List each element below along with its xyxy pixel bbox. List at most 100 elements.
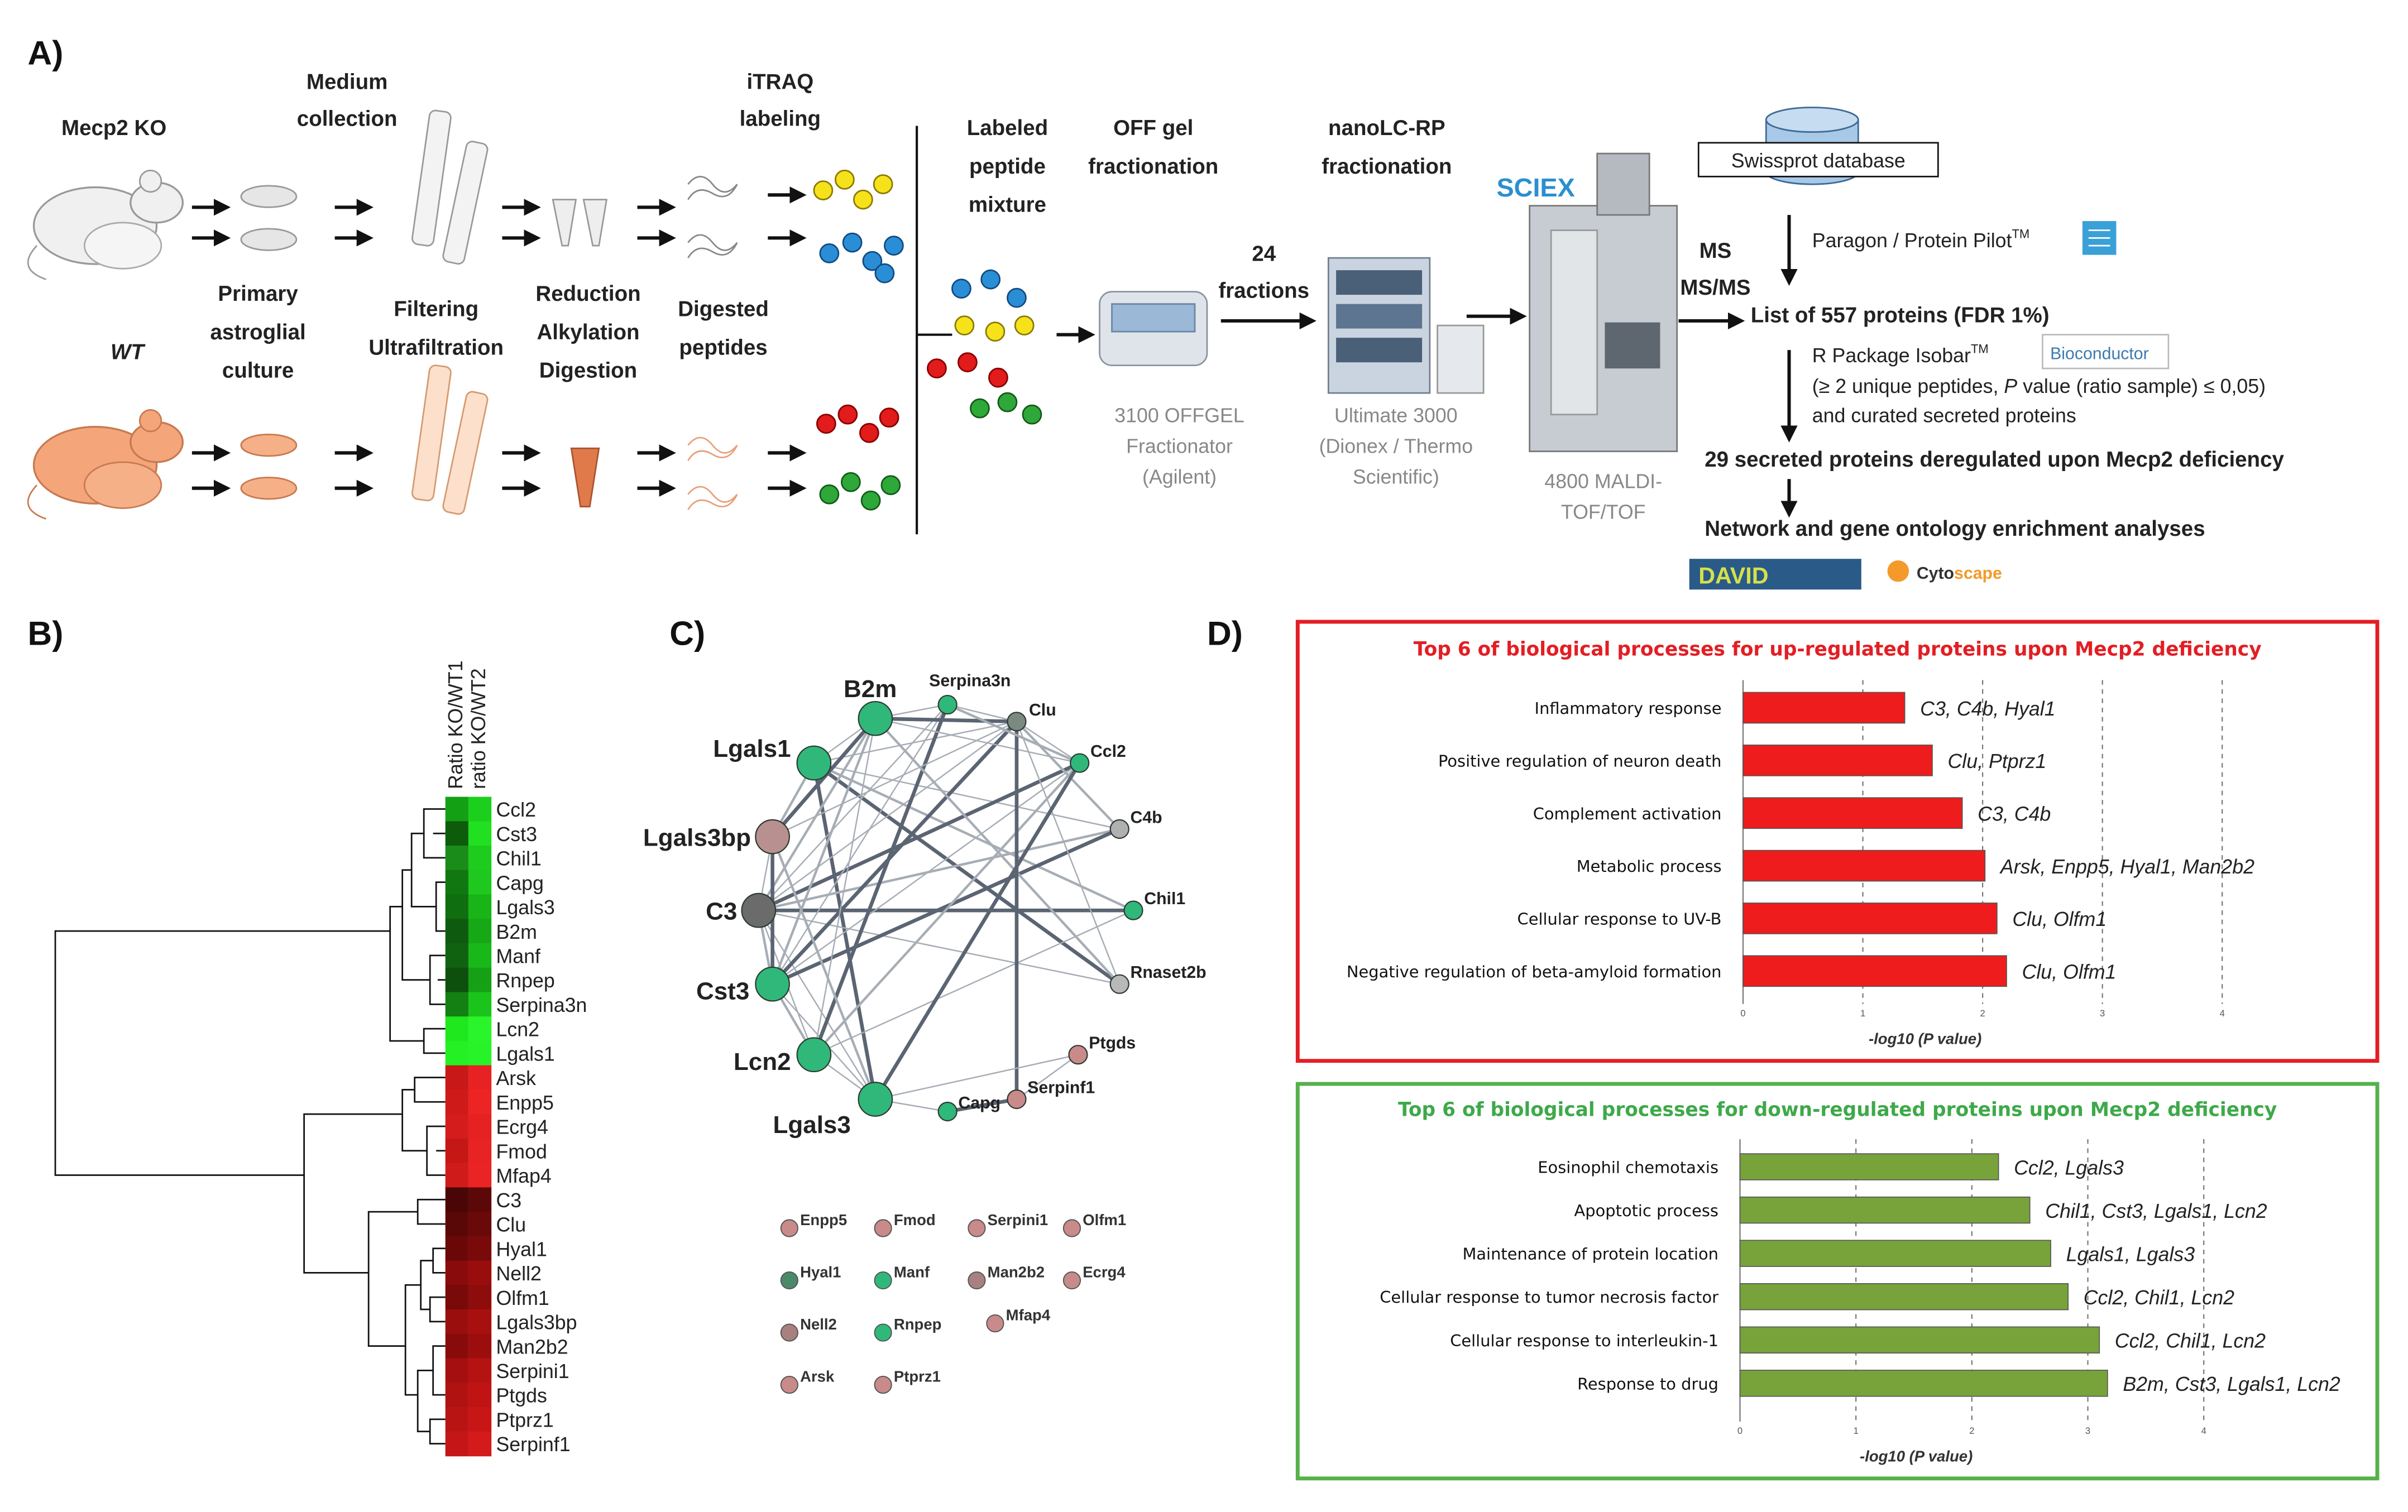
bar-category-label: Cellular response to interleukin-1	[1450, 1331, 1718, 1350]
legend-node-label: Ecrg4	[1083, 1264, 1126, 1281]
heatmap-cell	[445, 1187, 468, 1212]
legend-node	[780, 1271, 798, 1290]
bar-chart-frame	[1295, 620, 2380, 1063]
heatmap-gene-label: Hyal1	[496, 1238, 547, 1260]
network-edge	[813, 762, 1134, 912]
bar-category-label: Metabolic process	[1577, 857, 1722, 876]
legend-node	[986, 1314, 1004, 1333]
bar-category-label: Positive regulation of neuron death	[1438, 751, 1722, 770]
bar-gene-label: Ccl2, Lgals3	[2014, 1156, 2124, 1179]
nanolc-label-2: fractionation	[1322, 155, 1452, 179]
bar	[1739, 1326, 2100, 1353]
dendrogram-branch	[429, 1418, 446, 1444]
bar-tick-label: 2	[1969, 1426, 1974, 1436]
heatmap-gene-label: Man2b2	[496, 1336, 568, 1358]
heatmap-cell	[468, 1114, 492, 1139]
offgel-instr-3: (Agilent)	[1142, 465, 1217, 488]
offgel-label-1: OFF gel	[1113, 116, 1193, 140]
bar-axis-label: -log10 (P value)	[1869, 1030, 1981, 1047]
network-edge	[1016, 1054, 1079, 1100]
legend-node-label: Arsk	[800, 1368, 835, 1385]
heatmap-cell	[468, 1187, 492, 1212]
network-node-label: Lgals3	[773, 1111, 850, 1139]
bar	[1742, 903, 1998, 934]
heatmap-cell	[468, 1040, 492, 1066]
panel-a-label: A)	[28, 34, 64, 72]
network-edge	[772, 762, 1080, 985]
network-node-label: Lcn2	[734, 1048, 791, 1076]
heatmap-gene-label: C3	[496, 1189, 521, 1212]
dendrogram-branch	[432, 1247, 446, 1274]
network-node-label: Cst3	[696, 978, 749, 1005]
bar-gene-label: Clu, Olfm1	[2012, 908, 2107, 930]
dendrogram	[54, 808, 446, 1444]
svg-text:Bioconductor: Bioconductor	[2050, 345, 2149, 363]
network-node	[937, 694, 958, 715]
legend-node	[780, 1219, 798, 1237]
dendrogram-branch	[414, 1077, 446, 1103]
network-node	[858, 700, 893, 736]
heatmap-cell	[445, 821, 468, 846]
panel-b-label: B)	[28, 614, 64, 652]
bar-category-label: Cellular response to tumor necrosis fact…	[1380, 1288, 1718, 1307]
filtering-label-2: Ultrafiltration	[368, 335, 504, 359]
network-edge	[772, 827, 1121, 986]
bar-tick-label: 0	[1737, 1426, 1742, 1436]
heatmap-cell	[445, 1407, 468, 1432]
legend-node	[1062, 1271, 1081, 1290]
bar-category-label: Complement activation	[1533, 804, 1722, 823]
heatmap-cell	[445, 894, 468, 920]
heatmap-gene-label: Serpinf1	[496, 1433, 570, 1456]
heatmap-cell	[445, 1114, 468, 1139]
bar	[1742, 849, 1986, 882]
bar-tick-label: 2	[1980, 1009, 1985, 1019]
peptide-icons	[687, 175, 738, 510]
heatmap-cell	[445, 943, 468, 968]
bar	[1742, 692, 1906, 724]
heatmap-gene-label: Rnpep	[496, 969, 554, 992]
wt-label: WT	[111, 340, 146, 364]
dendrogram-branch	[389, 906, 424, 1042]
bioconductor-logo: Bioconductor	[2042, 334, 2170, 369]
primary-label-3: culture	[222, 359, 294, 383]
legend-node	[968, 1271, 986, 1290]
network-edge	[813, 721, 1017, 764]
heatmap-cell	[445, 1138, 468, 1164]
heatmap-cell	[445, 1089, 468, 1115]
legend-node-label: Olfm1	[1083, 1211, 1126, 1228]
heatmap-cell	[445, 1285, 468, 1310]
paragon-label: Paragon / Protein PilotTM	[1812, 227, 2029, 252]
labeled-label-2: peptide	[969, 155, 1046, 179]
network-node-label: B2m	[844, 675, 897, 703]
legend-node-label: Serpini1	[988, 1211, 1049, 1228]
offgel-fractionator-icon	[1099, 291, 1208, 367]
heatmap-gene-label: Serpina3n	[496, 994, 587, 1016]
network-node	[796, 745, 832, 781]
ultimate-1: Ultimate 3000	[1334, 404, 1458, 426]
network-node	[937, 1101, 958, 1122]
labeled-label-1: Labeled	[967, 116, 1048, 140]
bar	[1742, 797, 1963, 829]
heatmap-cell	[445, 1065, 468, 1091]
network-edge	[813, 718, 877, 1055]
heatmap-cell	[468, 1383, 492, 1408]
network-edge	[813, 762, 1081, 1056]
bar-category-label: Apoptotic process	[1574, 1201, 1718, 1220]
network-node	[1123, 900, 1143, 920]
heatmap-cell	[445, 1236, 468, 1261]
heatmap-gene-label: Manf	[496, 945, 540, 967]
dendrogram-branch	[420, 1260, 433, 1311]
network-edge	[758, 828, 1120, 912]
network-edge	[771, 717, 877, 838]
bar-tick-label: 4	[2201, 1426, 2206, 1436]
heatmap-gene-label: Arsk	[496, 1067, 536, 1089]
bar-gene-label: Clu, Ptprz1	[1947, 750, 2046, 772]
network-edge	[758, 910, 876, 1100]
legend-node-label: Hyal1	[800, 1264, 841, 1281]
bar-gene-label: C3, C4b	[1978, 803, 2051, 825]
heatmap-cell	[468, 1431, 492, 1457]
swissprot-label: Swissprot database	[1731, 150, 1906, 172]
dendrogram-branch	[404, 1284, 421, 1396]
sciex-logo: SCIEX	[1497, 173, 1575, 202]
